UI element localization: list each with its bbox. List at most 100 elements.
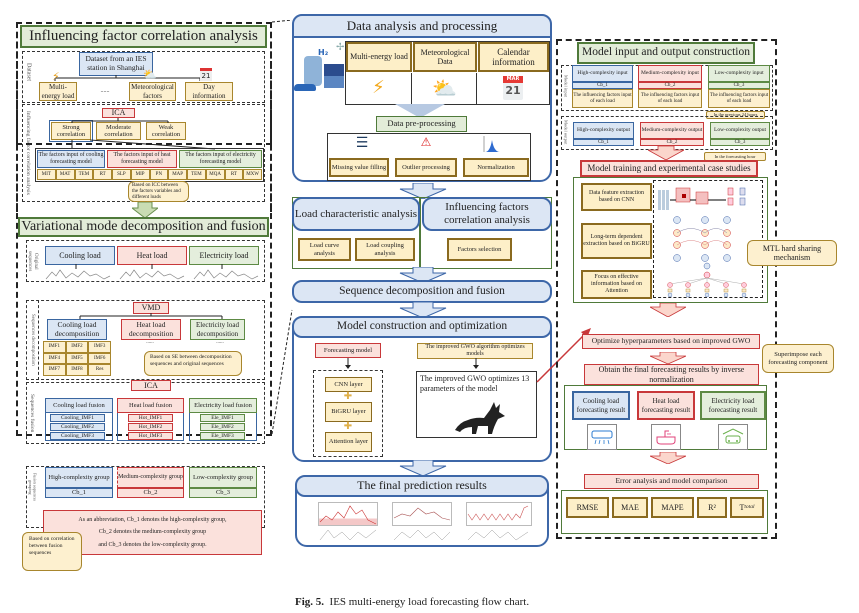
- cnn-layer: CNN layer: [325, 377, 372, 392]
- decomposition-section: [26, 300, 265, 380]
- air-conditioner-icon: [587, 424, 617, 450]
- ica-box-top: ICA: [102, 108, 135, 118]
- car-garage-glyph: [722, 428, 744, 444]
- cooling-load-box: Cooling load: [45, 246, 115, 265]
- decomposition-side-label: Sequences decomposition: [29, 314, 35, 366]
- plus-icon: ✚: [343, 420, 353, 432]
- abbrev-line-2: Cb_2 denotes the medium-complexity group: [98, 529, 207, 536]
- model-arrows: [345, 358, 479, 369]
- cnn-extraction: Data feature extraction based on CNN: [581, 183, 652, 211]
- factor-cell: MIT: [37, 169, 56, 180]
- plug-lightning-icon: ⚡: [346, 73, 412, 104]
- gwo-description: The improved GWO optimizes 13 parameters…: [420, 374, 530, 393]
- forecasting-model-label: Forecasting model: [315, 343, 381, 358]
- error-analysis-title: Error analysis and model comparison: [584, 474, 759, 489]
- normal-distribution-icon: [483, 136, 500, 152]
- output-code-cb2: Cb_2: [640, 139, 704, 146]
- cooling-imf3: Cooling_IMF3: [50, 432, 105, 440]
- elec-decomp-ellipsis: ......: [216, 340, 224, 346]
- input-code-cb1: Cb_1: [572, 82, 633, 89]
- original-seq-section: [26, 240, 265, 282]
- factor-cell: MIP: [130, 169, 150, 180]
- calendar-day: 21: [505, 84, 521, 98]
- correlation-callout: Based on correlation between fusion sequ…: [22, 532, 82, 571]
- figure-caption: Fig. 5. IES multi-energy load forecastin…: [295, 596, 529, 608]
- mtl-callout: MTL hard sharing mechanism: [747, 240, 837, 266]
- hot-imf3: Hot_IMF3: [128, 432, 173, 440]
- factor-cell: MQA: [205, 169, 225, 180]
- red-down-arrow-2: [650, 303, 686, 317]
- dataset-box: Dataset from an IES station in Shanghai: [79, 52, 153, 76]
- plus-icon: ✚: [343, 390, 353, 402]
- imf-cell: IMF2: [65, 341, 89, 353]
- group-code-cb3: Cb_3: [189, 488, 257, 498]
- metric-t-sub: total: [744, 504, 755, 511]
- ifca-side-label: Influencing factor correlation analysis: [25, 111, 32, 195]
- source-day-info: Day information: [185, 82, 233, 101]
- database-icon: ☰: [355, 134, 369, 151]
- model-output-side-label: Model output: [563, 119, 569, 145]
- imf-cell: Res: [88, 364, 111, 376]
- final-results-title: The final prediction results: [295, 475, 549, 497]
- imf-cell: IMF7: [43, 364, 66, 376]
- obtain-final-results: Obtain the final forecasting results by …: [584, 364, 759, 385]
- factor-cell: TEM: [187, 169, 206, 180]
- dataset-section: [22, 51, 265, 103]
- electricity-model-factors: The factors input of electricity forecas…: [179, 150, 262, 168]
- attention-focus: Focus on effective information based on …: [581, 270, 652, 299]
- sun-cloud-icon: ⛅: [413, 73, 477, 104]
- down-arrow-3: [399, 302, 447, 318]
- chart-lines: [467, 505, 529, 541]
- medium-complexity-group: Medium-complexity group: [117, 467, 184, 488]
- bathtub-glyph: [656, 430, 676, 445]
- alarm-siren-icon: ⚠: [420, 135, 432, 150]
- vmd-tree-lines: [79, 313, 223, 319]
- car-icon: [294, 84, 316, 91]
- cooling-decomp-box: Cooling load decomposition: [47, 319, 107, 340]
- source-multi-energy: Multi-energy load: [39, 82, 77, 101]
- icc-callout: Based on ICC between the factors variabl…: [128, 181, 189, 202]
- high-complexity-input: High-complexity input: [572, 65, 633, 82]
- layer-stack: [313, 370, 383, 457]
- data-preprocessing-title: Data pre-processing: [376, 116, 467, 132]
- low-complexity-output: Low-complexity output: [710, 122, 770, 139]
- bigru-layer: BiGRU layer: [325, 402, 372, 422]
- imf-grid: IMF1 IMF2 IMF3 IMF4 IMF5 IMF6 IMF7 IMF8 …: [43, 341, 111, 376]
- output-code-cb1: Cb_1: [573, 139, 634, 146]
- original-side-label: Original sequences: [27, 250, 38, 272]
- metric-t-base: T: [739, 502, 745, 512]
- right-panel: [556, 39, 777, 539]
- result-chart-electricity: [466, 502, 532, 544]
- influencing-factors-input-1: The influencing factors input of each lo…: [572, 89, 633, 108]
- heat-fusion-title: Heat load fusion: [117, 398, 184, 413]
- left-down-arrow: [132, 202, 158, 218]
- factor-cell: RT: [224, 169, 244, 180]
- output-code-cb3: Cb_3: [710, 139, 770, 146]
- imf-cell: IMF4: [43, 352, 66, 365]
- calendar-mar-icon: MAR 21: [503, 76, 523, 100]
- cnn-architecture-diagram: [658, 187, 746, 210]
- wolf-icon: [455, 402, 505, 434]
- corr-weak: Weak correlation: [146, 122, 186, 140]
- calendar-icon: 21: [200, 68, 212, 81]
- caption-text: IES multi-energy load forecasting flow c…: [329, 596, 530, 608]
- result-chart-heat: [392, 502, 452, 544]
- attention-layer: Attention layer: [325, 432, 372, 452]
- missing-value-filling: Missing value filling: [329, 158, 389, 177]
- ele-imf3: Ele_IMF3: [200, 432, 245, 440]
- data-analysis-title: Data analysis and processing: [292, 14, 552, 38]
- cooling-imf2: Cooling_IMF2: [50, 423, 105, 431]
- cooling-fusion-title: Cooling load fusion: [45, 398, 113, 413]
- load-characteristic-title: Load characteristic analysis: [292, 197, 420, 231]
- meteorological-col: Meteorological Data: [413, 42, 477, 72]
- group-code-cb2: Cb_2: [117, 488, 184, 498]
- down-arrow-4: [399, 460, 447, 476]
- heat-decomp-ellipsis: ......: [146, 340, 154, 346]
- bathtub-icon: [651, 424, 681, 450]
- abbrev-line-1: As an abbreviation, Cb_1 denotes the hig…: [78, 517, 227, 524]
- fusion-side-label: Sequences fusion: [29, 393, 36, 433]
- training-title: Model training and experimental case stu…: [580, 160, 758, 177]
- chart-plot-area: [392, 502, 452, 526]
- h2-label: H₂: [318, 48, 329, 57]
